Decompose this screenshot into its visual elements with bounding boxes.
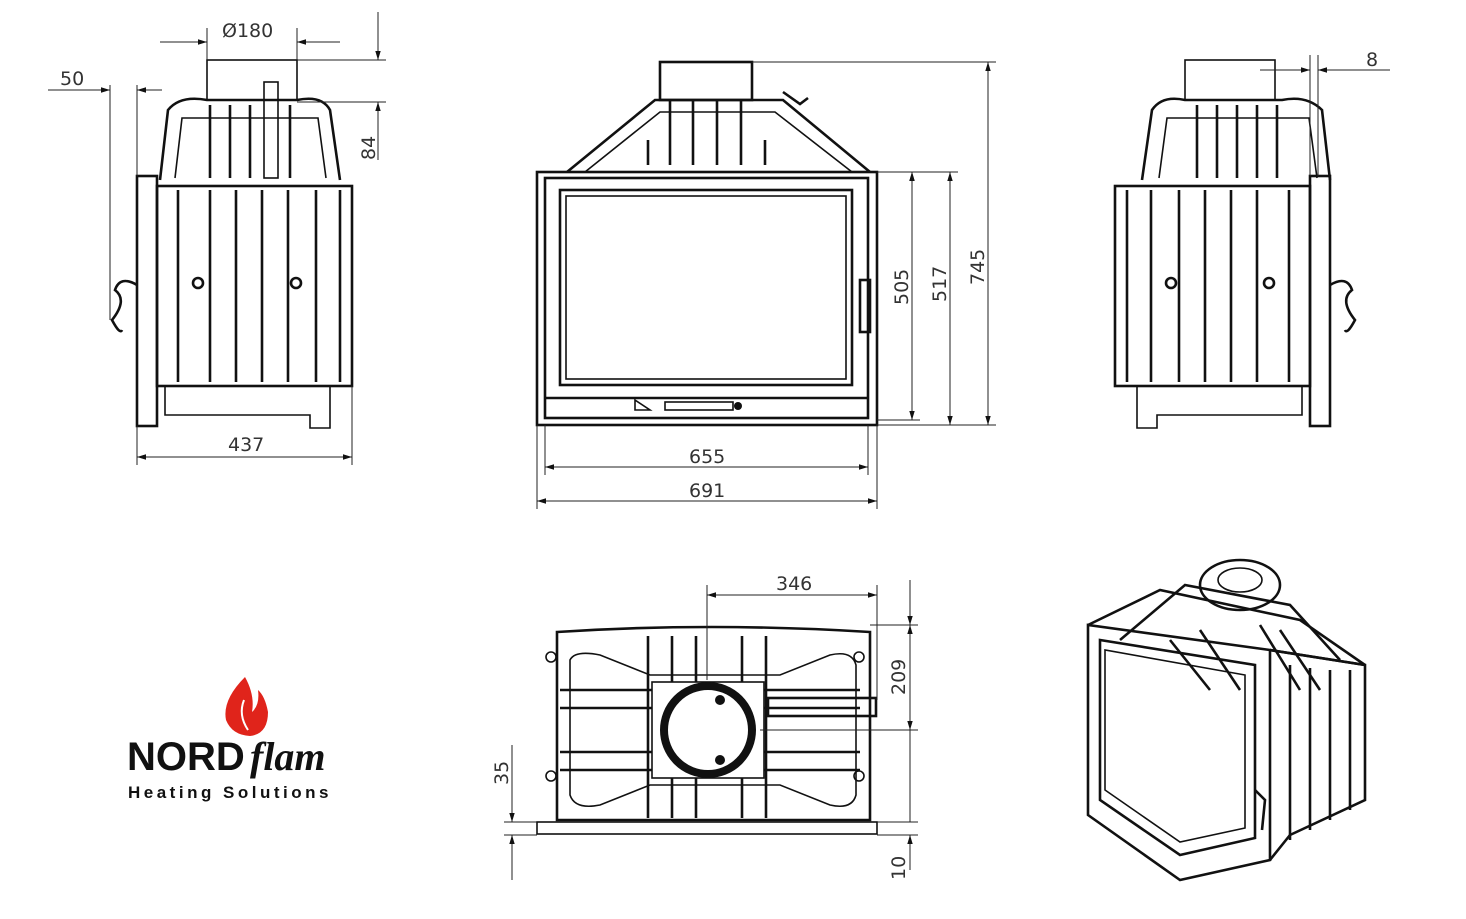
- flame-icon: [225, 677, 268, 736]
- left-side-view: Ø180 50 84 437: [48, 12, 386, 465]
- dim-flue-diameter: Ø180: [222, 20, 273, 42]
- dim-total-height: 745: [967, 249, 989, 285]
- logo-brand-bold: NORD: [127, 735, 245, 779]
- dim-depth: 437: [228, 434, 264, 456]
- dim-hood-height: 84: [358, 136, 380, 160]
- isometric-view: [1086, 558, 1367, 882]
- front-view: 505 517 745 655 691: [535, 60, 996, 509]
- logo-brand-italic: flam: [250, 734, 326, 779]
- dim-side-offset: 50: [60, 68, 84, 90]
- dim-flue-center-y: 209: [888, 659, 910, 695]
- dim-total-width: 691: [689, 480, 725, 502]
- dim-base-leg: 10: [888, 856, 910, 880]
- top-view: 346 209 10 35: [491, 573, 918, 880]
- nordflam-logo: NORD flam Heating Solutions: [127, 677, 332, 802]
- dim-glass-height: 505: [891, 269, 913, 305]
- dim-base-height: 35: [491, 761, 513, 785]
- dim-right-offset: 8: [1366, 49, 1378, 71]
- dim-flue-center-x: 346: [776, 573, 812, 595]
- dim-glass-width: 655: [689, 446, 725, 468]
- logo-tagline: Heating Solutions: [128, 783, 332, 802]
- right-side-view: [1113, 55, 1357, 429]
- dim-door-height: 517: [929, 266, 951, 302]
